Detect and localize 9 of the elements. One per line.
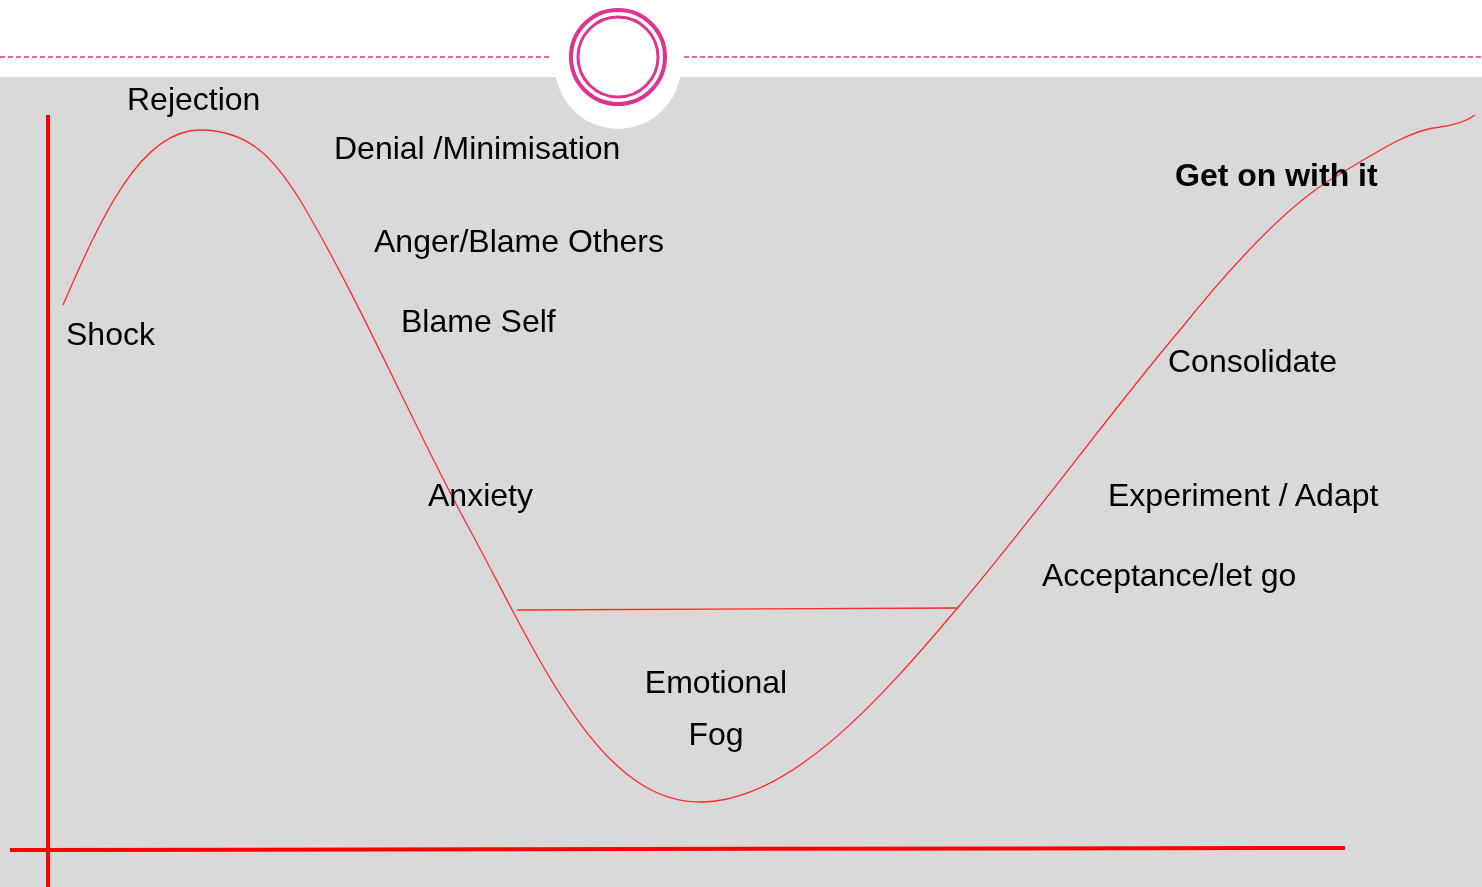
stage-label: Consolidate (1168, 342, 1337, 381)
stage-label: Emotional Fog (643, 663, 789, 754)
stage-label: Experiment / Adapt (1108, 476, 1379, 515)
stage-label: Denial /Minimisation (334, 129, 621, 168)
stage-label: Shock (66, 315, 155, 354)
stage-label: Rejection (127, 80, 261, 119)
stage-label: Anger/Blame Others (374, 222, 664, 261)
stage-label: Blame Self (401, 302, 556, 341)
stage-label: Acceptance/let go (1042, 556, 1297, 595)
